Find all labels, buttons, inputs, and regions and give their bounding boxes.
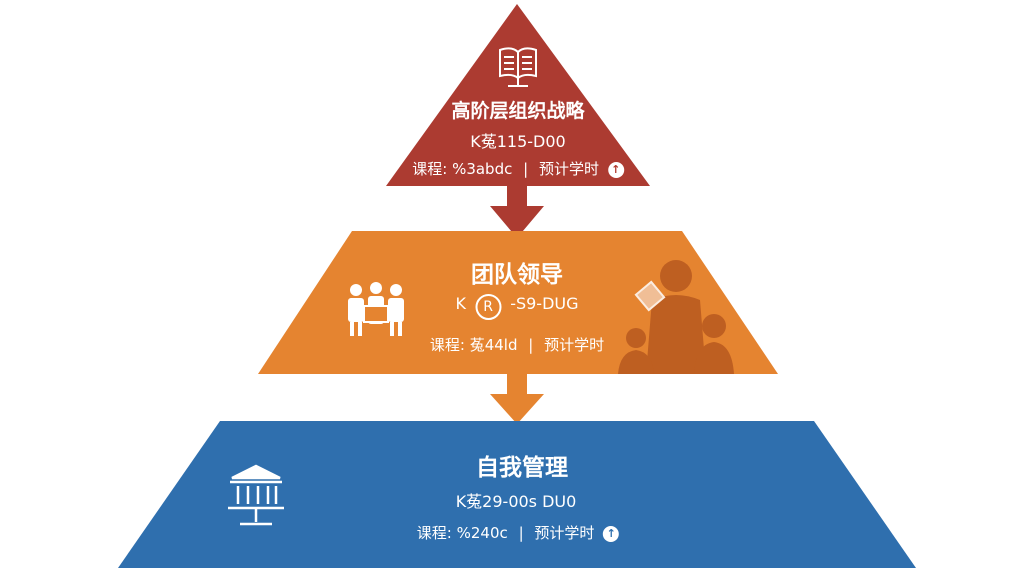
level-bottom-code: K菟29-00s DU0 [455,492,577,511]
hours-label: 预计学时 [544,336,605,354]
course-value: %240c [456,524,508,542]
level-middle-meta: 课程: 菟44ld | 预计学时 [430,334,604,355]
level-top-title: 高阶层组织战略 [451,100,585,122]
arrow-up-icon[interactable]: ↑ [607,162,624,178]
registered-icon: R [475,294,502,320]
arrow-up-icon[interactable]: ↑ [603,526,620,542]
book-icon [499,47,537,87]
course-value: %3abdc [452,160,513,178]
course-label: 课程: [429,336,465,354]
level-bottom-title: 自我管理 [476,455,568,481]
code-prefix: K [455,294,467,313]
meta-divider: | [518,524,524,542]
hours-label: 预计学时 [534,524,595,542]
meta-divider: | [528,336,534,354]
course-label: 课程: [416,524,452,542]
team-icon [348,282,404,336]
course-label: 课程: [412,160,448,178]
level-top-code: K菟115-D00 [470,132,566,151]
level-middle-title: 团队领导 [471,262,563,288]
level-top-meta: 课程: %3abdc | 预计学时 ↑ [412,158,624,179]
arrow-down-icon [490,374,544,424]
arrow-down-icon [490,186,544,238]
level-middle-shape [258,231,778,374]
course-value: 菟44ld [469,336,518,354]
code-suffix: -S9-DUG [510,294,579,313]
hours-label: 预计学时 [538,160,599,178]
level-top-shape [386,4,650,186]
presenter-figure-icon [618,260,734,374]
institution-icon [228,464,284,526]
meta-divider: | [523,160,529,178]
level-bottom-meta: 课程: %240c | 预计学时 ↑ [416,522,620,543]
level-middle-code: K R -S9-DUG [456,294,579,320]
level-bottom-shape [118,421,916,568]
